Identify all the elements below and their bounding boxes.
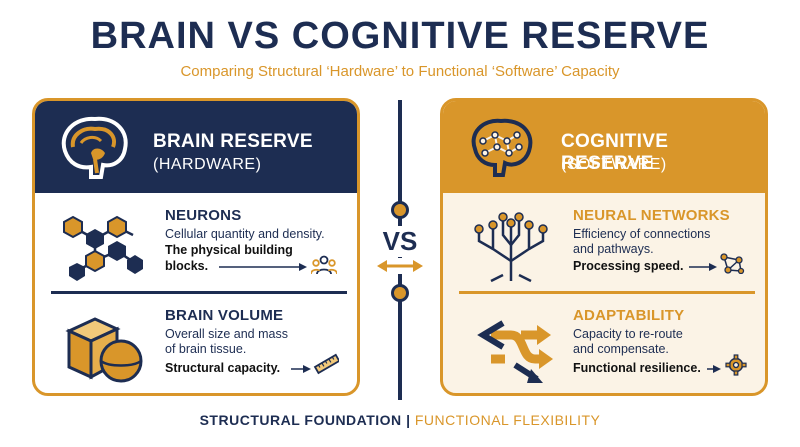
adaptability-desc-line1: Capacity to re-route	[573, 327, 683, 341]
page-title: BRAIN VS COGNITIVE RESERVE	[90, 15, 710, 57]
footer-caption: STRUCTURAL FOUNDATION | FUNCTIONAL FLEXI…	[0, 412, 800, 428]
ruler-icon	[313, 353, 339, 375]
neurons-title: NEURONS	[165, 207, 242, 224]
cognitive-reserve-card: COGNITIVE RESERVE (SOFTWARE) NEURAL NETW…	[440, 98, 768, 396]
brain-reserve-subtitle: (HARDWARE)	[153, 156, 262, 173]
neural-networks-title: NEURAL NETWORKS	[573, 207, 730, 224]
spine-node-bottom-icon	[391, 284, 409, 302]
double-arrow-icon	[377, 258, 423, 274]
hexagon-network-icon	[63, 215, 143, 281]
brain-reserve-card: BRAIN RESERVE (HARDWARE) NEURONS Cellula…	[32, 98, 360, 396]
cube-sphere-icon	[65, 317, 143, 383]
footer-right: FUNCTIONAL FLEXIBILITY	[414, 412, 601, 428]
left-card-divider	[51, 291, 347, 294]
neurons-description: Cellular quantity and density.	[165, 227, 325, 241]
brain-volume-title: BRAIN VOLUME	[165, 307, 284, 324]
cognitive-reserve-header: COGNITIVE RESERVE (SOFTWARE)	[443, 101, 765, 193]
circuit-tree-icon	[474, 212, 548, 283]
footer-separator: |	[406, 412, 411, 428]
cognitive-reserve-title: COGNITIVE RESERVE	[561, 131, 669, 174]
page-subtitle: Comparing Structural ‘Hardware’ to Funct…	[180, 63, 620, 80]
brain-volume-desc-line2: of brain tissue.	[165, 342, 247, 356]
vs-label: VS	[375, 226, 425, 257]
cognitive-reserve-subtitle: (SOFTWARE)	[561, 156, 667, 173]
brain-reserve-title: BRAIN RESERVE	[153, 131, 313, 152]
adaptability-title: ADAPTABILITY	[573, 307, 685, 324]
brain-volume-item: BRAIN VOLUME Overall size and mass of br…	[35, 297, 357, 393]
brain-volume-bold: Structural capacity.	[165, 361, 281, 375]
brain-side-icon	[61, 116, 128, 179]
neurons-bold-line1: The physical building	[165, 243, 293, 257]
brain-volume-desc-line1: Overall size and mass	[165, 327, 288, 341]
neurons-item: NEURONS Cellular quantity and density. T…	[35, 197, 357, 289]
arrow-right-icon	[291, 365, 311, 373]
footer-left: STRUCTURAL FOUNDATION	[199, 412, 402, 428]
brain-reserve-header: BRAIN RESERVE (HARDWARE)	[35, 101, 357, 193]
arrow-right-icon	[689, 263, 717, 271]
spine-node-top-icon	[391, 201, 409, 219]
neural-networks-bold: Processing speed.	[573, 259, 684, 273]
arrow-right-icon	[707, 365, 721, 373]
neural-networks-desc-line1: Efficiency of connections	[573, 227, 711, 241]
adaptability-bold: Functional resilience.	[573, 361, 701, 375]
brain-circuit-icon	[471, 118, 533, 177]
neurons-bold-line2: blocks.	[165, 259, 209, 273]
arrow-right-icon	[219, 263, 307, 271]
people-group-icon	[311, 255, 337, 275]
adaptability-item: ADAPTABILITY Capacity to re-route and co…	[443, 297, 765, 393]
reroute-arrows-icon	[477, 320, 553, 383]
neural-networks-desc-line2: and pathways.	[573, 242, 654, 256]
neural-networks-item: NEURAL NETWORKS Efficiency of connection…	[443, 197, 765, 289]
network-nodes-icon	[720, 253, 745, 274]
right-card-divider	[459, 291, 755, 294]
gear-icon	[725, 354, 747, 376]
adaptability-desc-line2: and compensate.	[573, 342, 669, 356]
